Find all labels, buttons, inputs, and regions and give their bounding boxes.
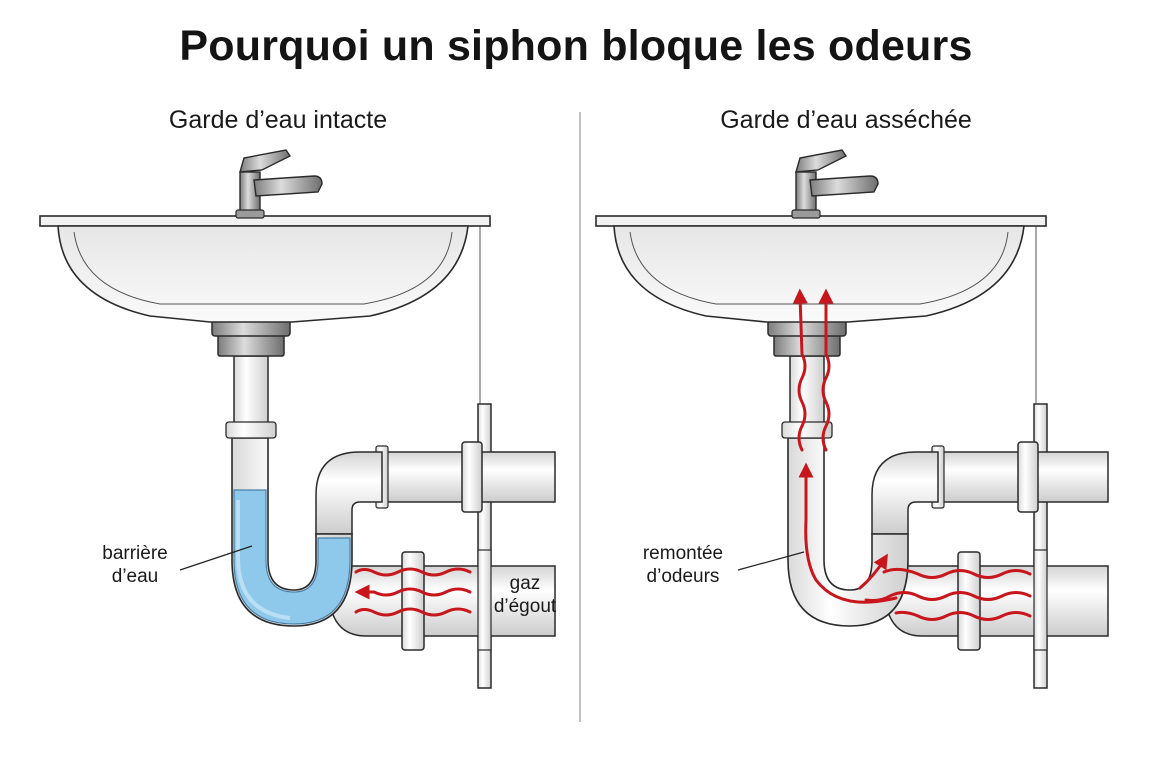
- basin: [57, 225, 469, 323]
- water-barrier-label: barrière d’eau: [102, 543, 168, 587]
- faucet-icon: [235, 149, 323, 219]
- basin-right: [613, 225, 1025, 323]
- diagram-title: Pourquoi un siphon bloque les odeurs: [179, 22, 973, 70]
- odor-rise-label: remontée d’odeurs: [642, 543, 724, 587]
- faucet-icon: [791, 149, 879, 219]
- wall-flange: [461, 441, 483, 513]
- slip-nut: [225, 421, 277, 439]
- left-sink-assembly: [39, 149, 556, 689]
- odor-arrows: [792, 288, 1032, 621]
- water-seal: [233, 489, 351, 625]
- sewer-gas-arrows: [354, 567, 472, 617]
- odor-leader: [737, 551, 805, 571]
- right-panel-title: Garde d’eau asséchée: [720, 106, 972, 134]
- drain-fitting: [217, 333, 285, 357]
- trap-elbow: [315, 451, 383, 535]
- left-panel-title: Garde d’eau intacte: [168, 106, 388, 134]
- barrier-leader: [179, 545, 253, 571]
- right-sink-assembly: [595, 149, 1109, 689]
- sewer-gas-label: gaz d’égout: [493, 573, 557, 617]
- counter-top: [39, 215, 491, 227]
- u-trap-dry: [787, 431, 909, 627]
